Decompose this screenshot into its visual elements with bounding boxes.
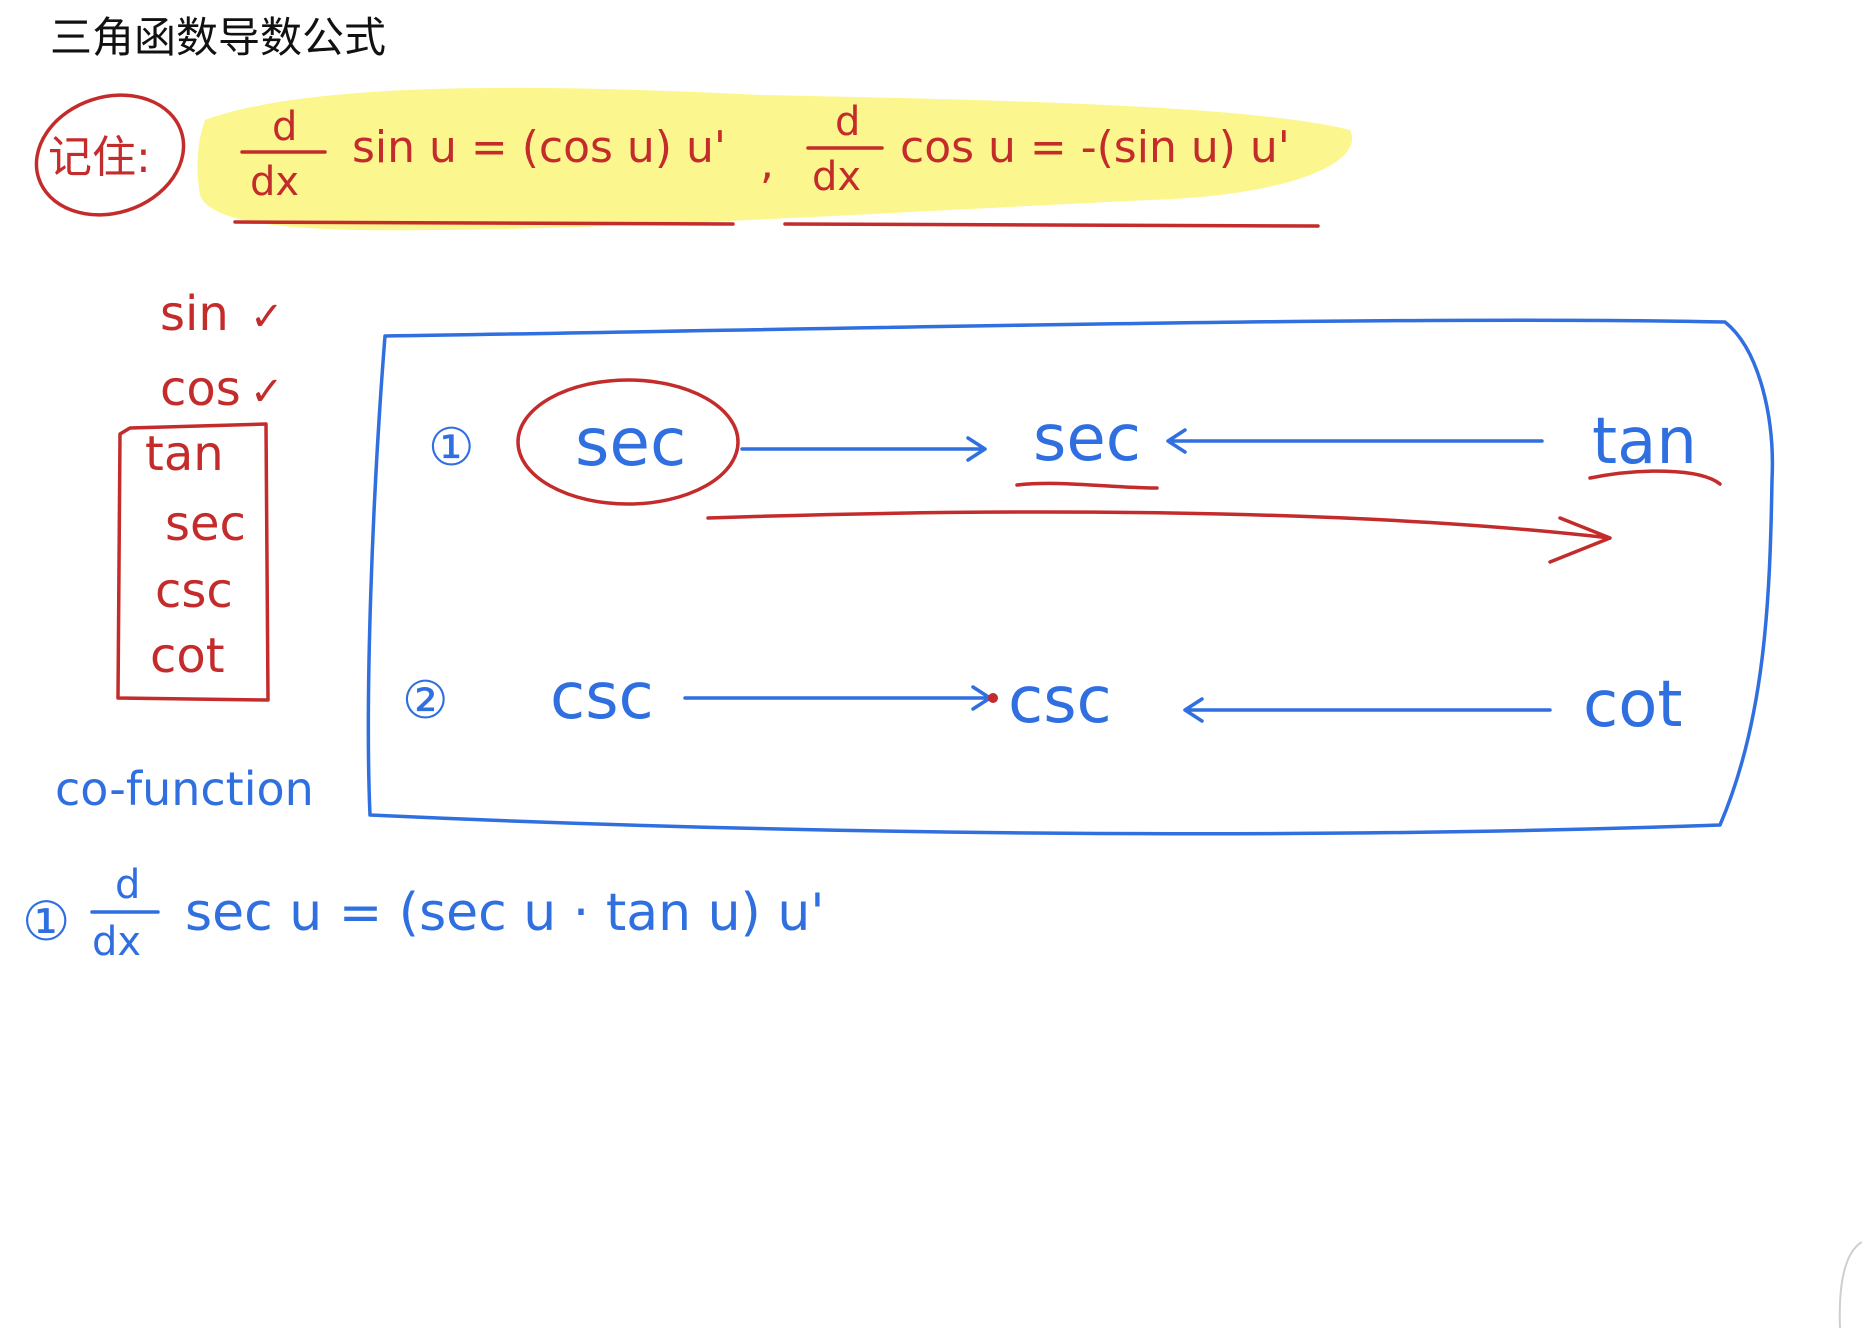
row-middle-term: sec xyxy=(1033,402,1141,476)
function-sin: sin xyxy=(160,286,229,342)
function-cot: cot xyxy=(150,628,225,684)
row-left-term: sec xyxy=(575,404,686,481)
formula-separator: , xyxy=(760,138,774,189)
arrow-dot xyxy=(988,693,998,703)
derived-formula: ① d dx sec u = (sec u · tan u) u' xyxy=(22,862,825,965)
diagram-row-1: ① sec sec tan xyxy=(428,378,1722,564)
arrow-left-icon xyxy=(1183,697,1552,723)
row-right-term: tan xyxy=(1592,405,1697,479)
check-icon: ✓ xyxy=(250,369,284,415)
underline xyxy=(783,222,1320,228)
diagram-frame xyxy=(366,318,1775,836)
sec-circle xyxy=(516,378,740,506)
check-icon: ✓ xyxy=(250,294,284,340)
function-list: sin ✓ cos ✓ tan sec csc cot co-function xyxy=(55,286,314,816)
remember-label: 记住: xyxy=(48,132,151,183)
arrow-right-icon xyxy=(740,436,987,462)
formula-sin: d dx sin u = (cos u) u' xyxy=(233,104,735,226)
row-middle-term: csc xyxy=(1008,664,1112,738)
fraction-denominator: dx xyxy=(812,154,861,200)
formula-expression: sin u = (cos u) u' xyxy=(352,122,726,173)
cofunction-caption: co-function xyxy=(55,762,314,816)
formula-expression: sec u = (sec u · tan u) u' xyxy=(185,883,825,943)
long-arrow-right-icon xyxy=(706,510,1612,564)
formula-expression: cos u = -(sin u) u' xyxy=(900,122,1290,173)
function-sec: sec xyxy=(165,496,246,552)
underline xyxy=(1015,481,1159,490)
function-box xyxy=(116,422,270,702)
fraction-denominator: dx xyxy=(92,919,141,965)
row-right-term: cot xyxy=(1583,668,1682,742)
underline xyxy=(233,220,735,226)
underline xyxy=(1588,469,1722,486)
row-number: ② xyxy=(402,671,449,731)
arrow-left-icon xyxy=(1166,428,1544,454)
yellow-highlight xyxy=(197,87,1353,231)
function-csc: csc xyxy=(155,563,233,619)
formula-cos: d dx cos u = -(sin u) u' xyxy=(783,99,1320,228)
page-edge xyxy=(1838,1241,1862,1328)
formula-number: ① xyxy=(22,890,70,953)
fraction-denominator: dx xyxy=(250,159,299,205)
row-number: ① xyxy=(428,418,475,478)
label-circle xyxy=(34,93,186,217)
arrow-right-icon xyxy=(683,685,992,711)
function-cos: cos xyxy=(160,361,241,417)
fraction-numerator: d xyxy=(835,99,860,145)
row-left-term: csc xyxy=(550,660,654,734)
fraction-numerator: d xyxy=(272,104,297,150)
fraction-numerator: d xyxy=(115,862,140,908)
page-title: 三角函数导数公式 xyxy=(50,13,386,62)
function-tan: tan xyxy=(145,426,224,482)
diagram-row-2: ② csc csc cot xyxy=(402,660,1682,742)
